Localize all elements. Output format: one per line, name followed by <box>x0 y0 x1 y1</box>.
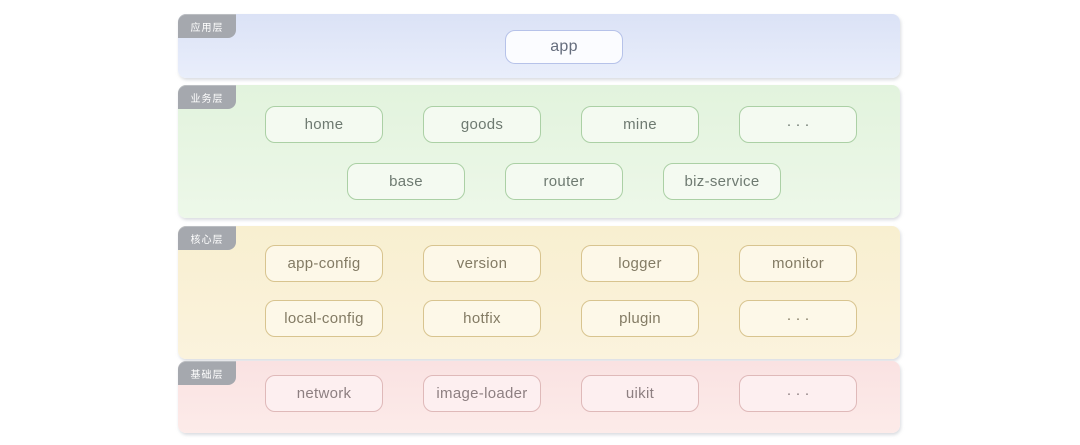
module-box-router: router <box>505 163 623 200</box>
layer-core: 核心层 app-config version logger monitor lo… <box>178 226 900 359</box>
layer-application-tab: 应用层 <box>178 14 236 38</box>
layer-core-tab: 核心层 <box>178 226 236 250</box>
module-box-biz-service: biz-service <box>663 163 781 200</box>
layer-foundation-row: network image-loader uikit ··· <box>265 375 857 412</box>
module-box-mine: mine <box>581 106 699 143</box>
module-box-app-config: app-config <box>265 245 383 282</box>
layer-core-row-2: local-config hotfix plugin ··· <box>265 300 857 337</box>
module-box-uikit: uikit <box>581 375 699 412</box>
layer-application-row: app <box>505 30 623 64</box>
layer-business: 业务层 home goods mine ··· base router biz-… <box>178 85 900 218</box>
module-box-image-loader: image-loader <box>423 375 541 412</box>
module-box-more: ··· <box>739 375 857 412</box>
module-box-app: app <box>505 30 623 64</box>
layer-foundation: 基础层 network image-loader uikit ··· <box>178 361 900 433</box>
diagram-container: 应用层 app 业务层 home goods mine ··· base rou… <box>178 14 900 433</box>
module-box-goods: goods <box>423 106 541 143</box>
module-box-base: base <box>347 163 465 200</box>
module-box-monitor: monitor <box>739 245 857 282</box>
module-box-plugin: plugin <box>581 300 699 337</box>
layer-business-row-1: home goods mine ··· <box>265 106 857 143</box>
module-box-network: network <box>265 375 383 412</box>
layer-core-row-1: app-config version logger monitor <box>265 245 857 282</box>
module-box-version: version <box>423 245 541 282</box>
layer-business-tab: 业务层 <box>178 85 236 109</box>
module-box-logger: logger <box>581 245 699 282</box>
module-box-local-config: local-config <box>265 300 383 337</box>
module-box-home: home <box>265 106 383 143</box>
layer-foundation-tab: 基础层 <box>178 361 236 385</box>
module-box-more: ··· <box>739 106 857 143</box>
module-box-more: ··· <box>739 300 857 337</box>
layer-business-row-2: base router biz-service <box>347 163 781 200</box>
layer-application: 应用层 app <box>178 14 900 78</box>
module-box-hotfix: hotfix <box>423 300 541 337</box>
